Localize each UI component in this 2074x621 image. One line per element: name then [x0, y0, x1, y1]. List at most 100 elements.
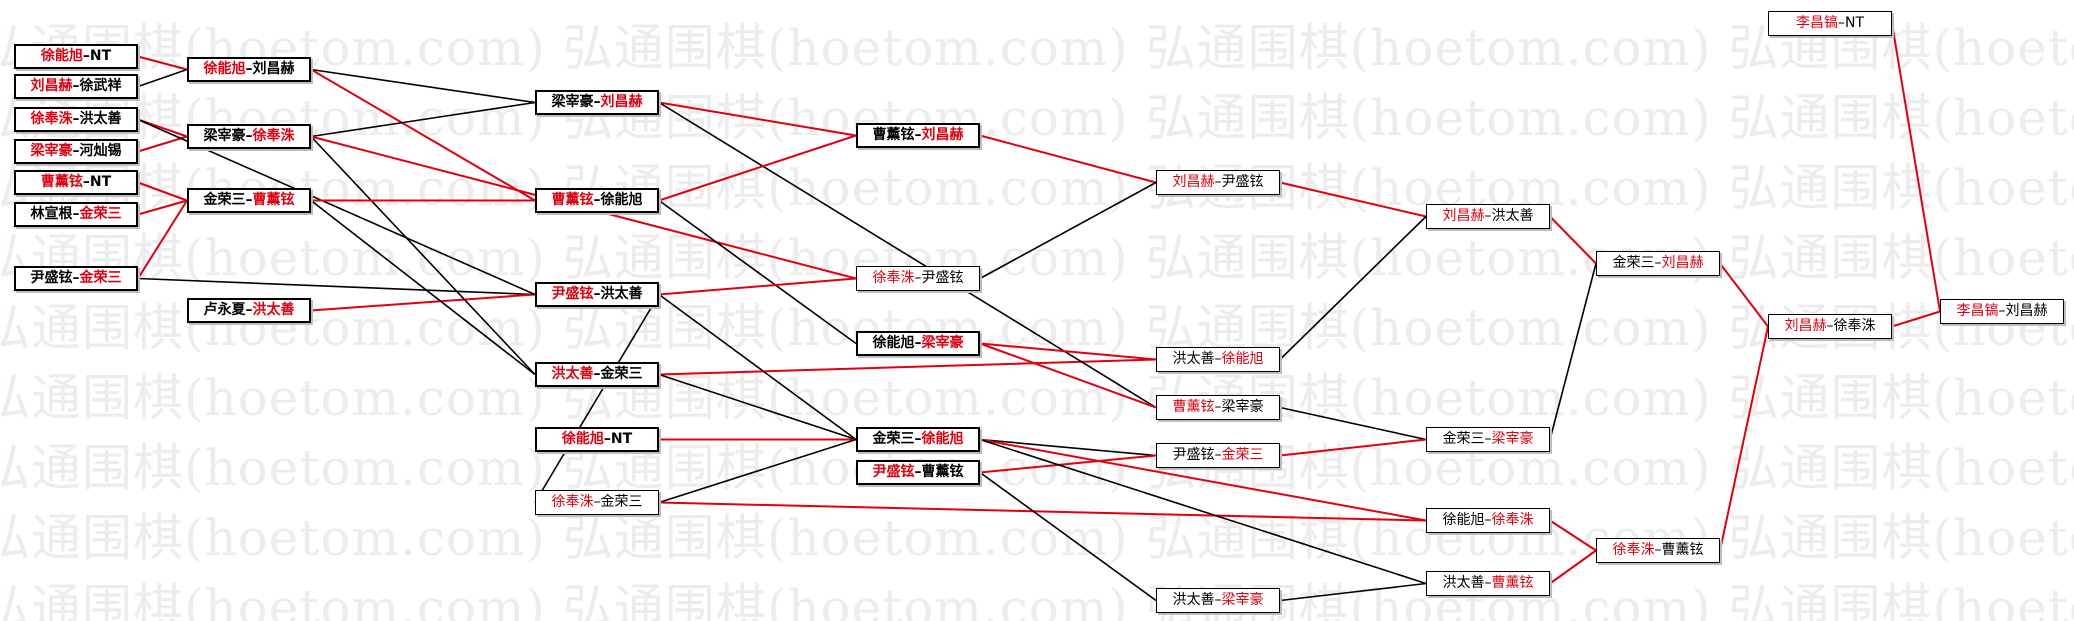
player-name: NT [1844, 15, 1865, 31]
bracket-link [1891, 310, 1941, 328]
separator: – [82, 174, 90, 190]
bracket-link [310, 135, 536, 376]
bracket-link [137, 199, 188, 216]
match-box: 曹薰铉–NT [14, 170, 138, 195]
bracket-link [1549, 215, 1597, 265]
match-box: 金荣三–徐能旭 [856, 427, 980, 452]
match-box: 刘昌赫–徐奉洙 [1768, 314, 1892, 339]
match-box: 金荣三–梁宰豪 [1426, 427, 1550, 452]
player-name: 洪太善 [79, 111, 122, 127]
bracket-link [658, 358, 1157, 376]
player-name: NT [89, 174, 112, 190]
match-box: 尹盛铉–曹薰铉 [856, 460, 980, 485]
match-box: 徐能旭–NT [535, 427, 659, 452]
bracket-link [979, 342, 1157, 409]
separator: – [72, 78, 80, 94]
separator: – [914, 335, 922, 351]
player-name: 徐能旭 [40, 48, 83, 64]
player-name: 徐奉洙 [1612, 542, 1655, 558]
player-name: 曹薰铉 [551, 192, 594, 208]
player-name: 曹薰铉 [921, 464, 964, 480]
player-name: 尹盛铉 [872, 464, 915, 480]
player-name: 徐能旭 [1221, 351, 1264, 367]
player-name: 徐能旭 [1442, 512, 1485, 528]
separator: – [1654, 542, 1662, 558]
match-box: 徐奉洙–曹薰铉 [1596, 538, 1720, 563]
player-name: 刘昌赫 [2005, 303, 2048, 319]
player-name: 金荣三 [1442, 431, 1485, 447]
bracket-link [658, 101, 1157, 409]
match-box: 洪太善–梁宰豪 [1156, 588, 1280, 613]
player-name: 梁宰豪 [551, 94, 594, 110]
player-name: 刘昌赫 [1784, 318, 1827, 334]
player-name: 曹薰铉 [252, 192, 295, 208]
match-box: 曹薰铉–刘昌赫 [856, 123, 980, 148]
player-name: 金荣三 [79, 270, 122, 286]
player-name: 曹薰铉 [1661, 542, 1704, 558]
player-name: 卢永夏 [203, 302, 246, 318]
player-name: 刘昌赫 [600, 94, 643, 110]
separator: – [1837, 15, 1845, 31]
player-name: 徐奉洙 [872, 270, 915, 286]
match-box: 曹薰铉–梁宰豪 [1156, 395, 1280, 420]
match-box: 梁宰豪–河灿锡 [14, 139, 138, 164]
separator: – [593, 94, 601, 110]
player-name: 刘昌赫 [1442, 208, 1485, 224]
player-name: 李昌镐 [1795, 15, 1838, 31]
separator: – [72, 270, 80, 286]
player-name: 金荣三 [872, 431, 915, 447]
match-box: 金荣三–刘昌赫 [1596, 251, 1720, 276]
match-box: 刘昌赫–尹盛铉 [1156, 170, 1280, 195]
player-name: 金荣三 [79, 206, 122, 222]
player-name: 李昌镐 [1956, 303, 1999, 319]
player-name: 洪太善 [1491, 208, 1534, 224]
bracket-link [310, 101, 536, 138]
bracket-link [534, 294, 660, 503]
player-name: 尹盛铉 [30, 270, 73, 286]
separator: – [1214, 399, 1222, 415]
player-name: 徐能旭 [872, 335, 915, 351]
separator: – [245, 192, 253, 208]
match-box: 尹盛铉–金荣三 [14, 266, 138, 291]
separator: – [914, 431, 922, 447]
bracket-link [310, 68, 536, 104]
player-name: 梁宰豪 [1221, 592, 1264, 608]
player-name: 尹盛铉 [1172, 447, 1215, 463]
player-name: 曹薰铉 [40, 174, 83, 190]
separator: – [1214, 174, 1222, 190]
match-box: 尹盛铉–金荣三 [1156, 443, 1280, 468]
match-box: 李昌镐–刘昌赫 [1940, 299, 2064, 324]
match-box: 洪太善–徐能旭 [1156, 347, 1280, 372]
player-name: 金荣三 [1221, 447, 1264, 463]
player-name: 徐奉洙 [1833, 318, 1876, 334]
bracket-link [979, 471, 1157, 602]
player-name: 徐能旭 [600, 192, 643, 208]
player-name: 刘昌赫 [252, 61, 295, 77]
separator: – [593, 286, 601, 302]
player-name: NT [610, 431, 633, 447]
match-box: 金荣三–曹薰铉 [187, 188, 311, 213]
match-box: 徐奉洙–金荣三 [535, 490, 659, 515]
separator: – [593, 192, 601, 208]
bracket-link [1279, 181, 1427, 218]
match-box: 洪太善–曹薰铉 [1426, 571, 1550, 596]
match-box: 徐能旭–刘昌赫 [187, 57, 311, 82]
separator: – [914, 464, 922, 480]
player-name: 徐能旭 [921, 431, 964, 447]
player-name: 金荣三 [600, 494, 643, 510]
player-name: 刘昌赫 [1661, 255, 1704, 271]
player-name: 梁宰豪 [203, 128, 246, 144]
player-name: 曹薰铉 [1491, 575, 1534, 591]
player-name: 梁宰豪 [1221, 399, 1264, 415]
bracket-link [1549, 263, 1597, 440]
bracket-link [979, 454, 1157, 474]
separator: – [914, 270, 922, 286]
player-name: 河灿锡 [79, 143, 122, 159]
bracket-link [137, 55, 188, 71]
bracket-link [310, 293, 536, 312]
player-name: 洪太善 [252, 302, 295, 318]
match-box: 徐能旭–NT [14, 44, 138, 69]
match-box: 徐奉洙–尹盛铉 [856, 266, 980, 291]
bracket-link [1891, 23, 1941, 312]
